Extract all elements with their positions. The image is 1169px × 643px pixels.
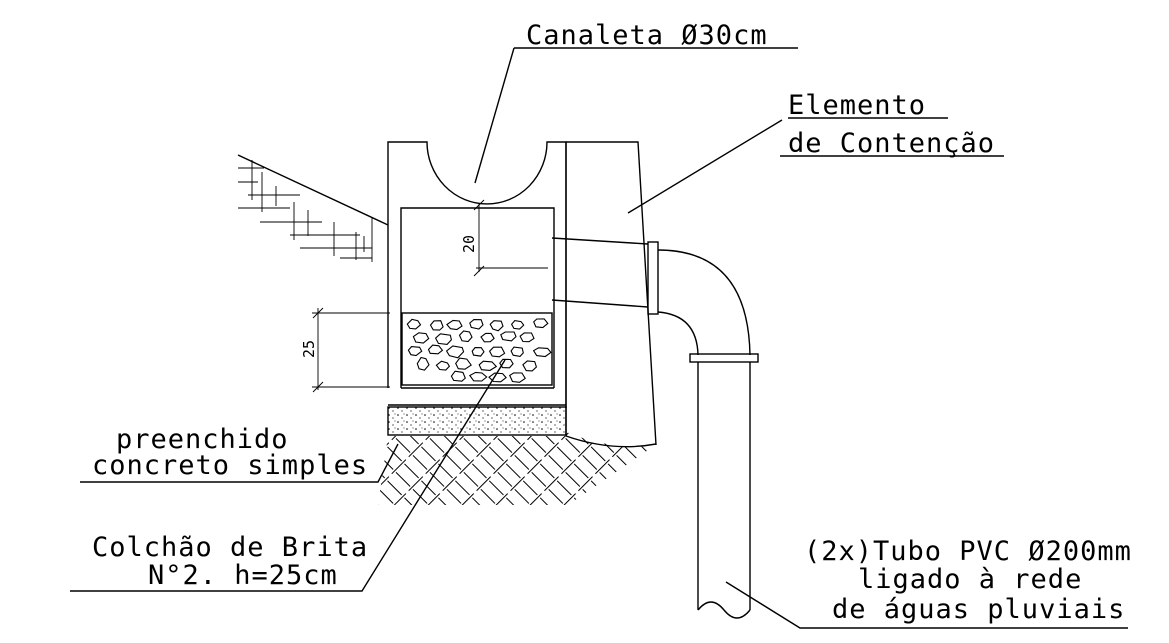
gravel-stone xyxy=(510,320,525,330)
gravel-stone xyxy=(416,356,430,371)
gravel-stone xyxy=(407,346,423,357)
label-preenchido-line2: concreto simples xyxy=(92,450,368,481)
leader-lines xyxy=(70,47,1128,629)
gravel-stone xyxy=(533,318,549,329)
channel-block xyxy=(387,141,567,408)
gravel-stone xyxy=(427,344,444,355)
retaining-wall xyxy=(565,141,657,446)
gravel-stone xyxy=(489,320,504,332)
gravel-stone xyxy=(508,372,526,383)
soil-left-slope xyxy=(237,154,389,262)
gravel-stone xyxy=(406,318,422,330)
gravel-stone xyxy=(532,347,552,358)
gravel-stone xyxy=(429,320,444,331)
gravel-stone xyxy=(435,360,451,371)
label-canaleta: Canaleta Ø30cm xyxy=(526,20,768,51)
gravel-stone xyxy=(488,346,506,358)
label-colchao-line2: N°2. h=25cm xyxy=(148,560,338,591)
dimension-25-text: 25 xyxy=(300,340,318,358)
gravel-stone xyxy=(450,370,466,382)
gravel-stone xyxy=(446,319,463,331)
label-tubo-line2: ligado à rede xyxy=(858,564,1082,595)
gravel-stone xyxy=(522,360,538,372)
gravel-stone xyxy=(519,332,535,343)
dimension-20: 20 xyxy=(460,199,548,277)
label-tubo-line1: (2x)Tubo PVC Ø200mm xyxy=(804,536,1132,567)
label-elemento-line1: Elemento xyxy=(788,90,926,121)
label-colchao-line1: Colchão de Brita xyxy=(92,532,368,563)
gravel-stone xyxy=(455,357,472,370)
label-preenchido-line1: preenchido xyxy=(116,424,289,455)
gravel-mattress xyxy=(401,312,553,386)
gravel-stone xyxy=(480,332,495,343)
gravel-stone xyxy=(412,332,430,344)
gravel-stone xyxy=(500,331,517,342)
ground-hatch xyxy=(378,432,657,505)
gravel-stone xyxy=(478,360,498,371)
gravel-stone xyxy=(471,347,485,357)
gravel-stone xyxy=(458,330,473,343)
gravel-stone xyxy=(499,358,514,369)
gravel-stone xyxy=(468,371,488,382)
gravel-stone xyxy=(445,345,465,359)
pvc-pipe xyxy=(551,237,759,619)
gravel-stone xyxy=(469,319,484,330)
label-elemento-line2: de Contenção xyxy=(788,128,995,159)
gravel-stone xyxy=(434,333,453,345)
concrete-base xyxy=(387,406,567,436)
label-tubo-line3: de águas pluviais xyxy=(832,594,1125,625)
dimension-20-text: 20 xyxy=(460,235,478,253)
dimension-25: 25 xyxy=(300,307,390,393)
gravel-stone xyxy=(510,346,524,357)
